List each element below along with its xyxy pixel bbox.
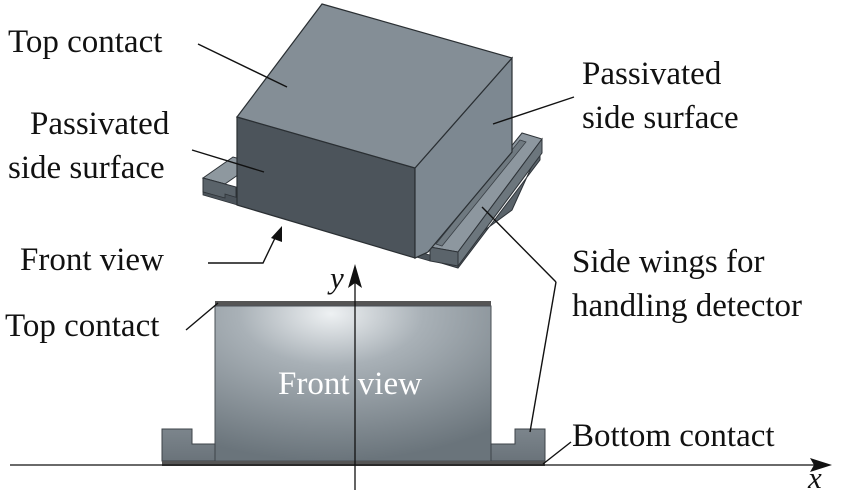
label-bottom-contact: Bottom contact: [572, 418, 775, 454]
leader-top-contact-3d: [197, 43, 288, 88]
label-passivated-left-1: Passivated: [30, 106, 170, 142]
x-axis-label: x: [807, 460, 822, 493]
bottom-contact-strip: [162, 461, 545, 466]
leader-top-contact-front: [185, 302, 219, 331]
label-side-wings-1: Side wings for: [572, 244, 765, 280]
leader-front-view: [208, 235, 277, 264]
top-contact-face: [235, 3, 514, 169]
leader-bottom-contact: [542, 441, 572, 465]
leader-passivated-left: [191, 149, 265, 173]
label-top-contact-3d: Top contact: [8, 24, 162, 60]
front-body: [214, 305, 492, 462]
coordinate-axes: x y: [10, 260, 832, 493]
detector-3d-view: [201, 3, 543, 269]
y-axis-arrowhead: [348, 264, 362, 288]
front-right-wing: [490, 428, 546, 462]
leader-passivated-right: [492, 96, 575, 125]
label-passivated-right-1: Passivated: [582, 56, 722, 92]
annotations: Top contact Passivated side surface Pass…: [5, 24, 802, 465]
label-front-view-pointer: Front view: [20, 242, 164, 278]
front-view-center-label: Front view: [278, 366, 422, 402]
right-wing-side: [457, 137, 543, 268]
label-passivated-left-2: side surface: [8, 150, 165, 186]
front-left-wing: [161, 428, 216, 462]
top-contact-strip: [215, 301, 491, 306]
label-top-contact-front: Top contact: [5, 308, 159, 344]
detector-front-view: Front view: [161, 301, 546, 466]
label-passivated-right-2: side surface: [582, 100, 739, 136]
leader-side-wings-3d: [481, 206, 557, 283]
leader-side-wings-front: [529, 281, 557, 433]
y-axis-label: y: [327, 260, 344, 295]
front-view-arrowhead: [271, 226, 282, 242]
x-axis-arrowhead: [810, 458, 832, 472]
label-side-wings-2: handling detector: [572, 288, 802, 324]
